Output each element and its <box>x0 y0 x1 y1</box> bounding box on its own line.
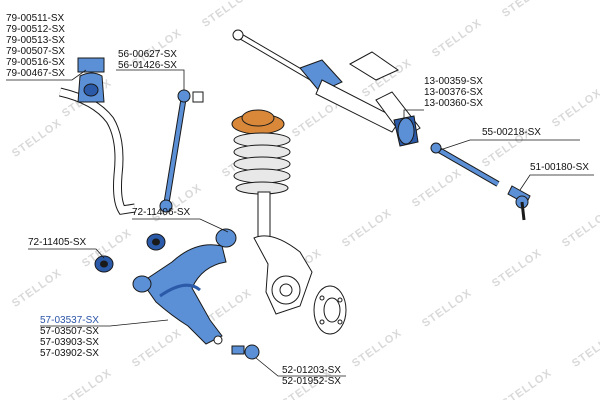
part-number: 72-11405-SX <box>28 237 87 248</box>
part-number: 79-00467-SX <box>6 68 65 79</box>
steering-boot <box>393 115 419 147</box>
part-number: 56-00627-SX <box>118 49 177 60</box>
arm-bushing-rear <box>146 228 237 251</box>
part-number: 13-00360-SX <box>424 98 483 109</box>
control-arm <box>141 244 227 345</box>
coil-spring <box>233 132 291 195</box>
part-number: 13-00376-SX <box>424 87 483 98</box>
part-number: 52-01203-SX <box>282 365 341 376</box>
part-number: 72-11406-SX <box>132 207 191 218</box>
part-number: 79-00512-SX <box>6 24 65 35</box>
axial-rod <box>430 142 500 187</box>
part-number-highlighted: 57-03537-SX <box>40 315 99 326</box>
part-number: 57-03903-SX <box>40 337 99 348</box>
stabilizer-link <box>159 89 204 213</box>
part-number: 51-00180-SX <box>530 162 589 173</box>
arm-bushing-front <box>94 255 152 293</box>
part-number: 79-00507-SX <box>6 46 65 57</box>
stabilizer-bar <box>58 87 136 215</box>
part-number: 57-03902-SX <box>40 348 99 359</box>
leader-lines <box>6 69 594 377</box>
wheel-hub <box>313 285 347 335</box>
part-number: 57-03507-SX <box>40 326 99 337</box>
part-number: 13-00359-SX <box>424 76 483 87</box>
part-number: 79-00511-SX <box>6 13 65 24</box>
stabilizer-bushing <box>77 57 105 103</box>
steering-knuckle <box>253 235 313 315</box>
ball-joint <box>213 335 260 360</box>
part-number: 52-01952-SX <box>282 376 341 387</box>
part-number: 55-00218-SX <box>482 127 541 138</box>
strut-mount <box>231 109 285 135</box>
tie-rod-end <box>507 185 531 221</box>
part-number: 56-01426-SX <box>118 60 177 71</box>
part-number: 79-00513-SX <box>6 35 65 46</box>
part-number: 79-00516-SX <box>6 57 65 68</box>
